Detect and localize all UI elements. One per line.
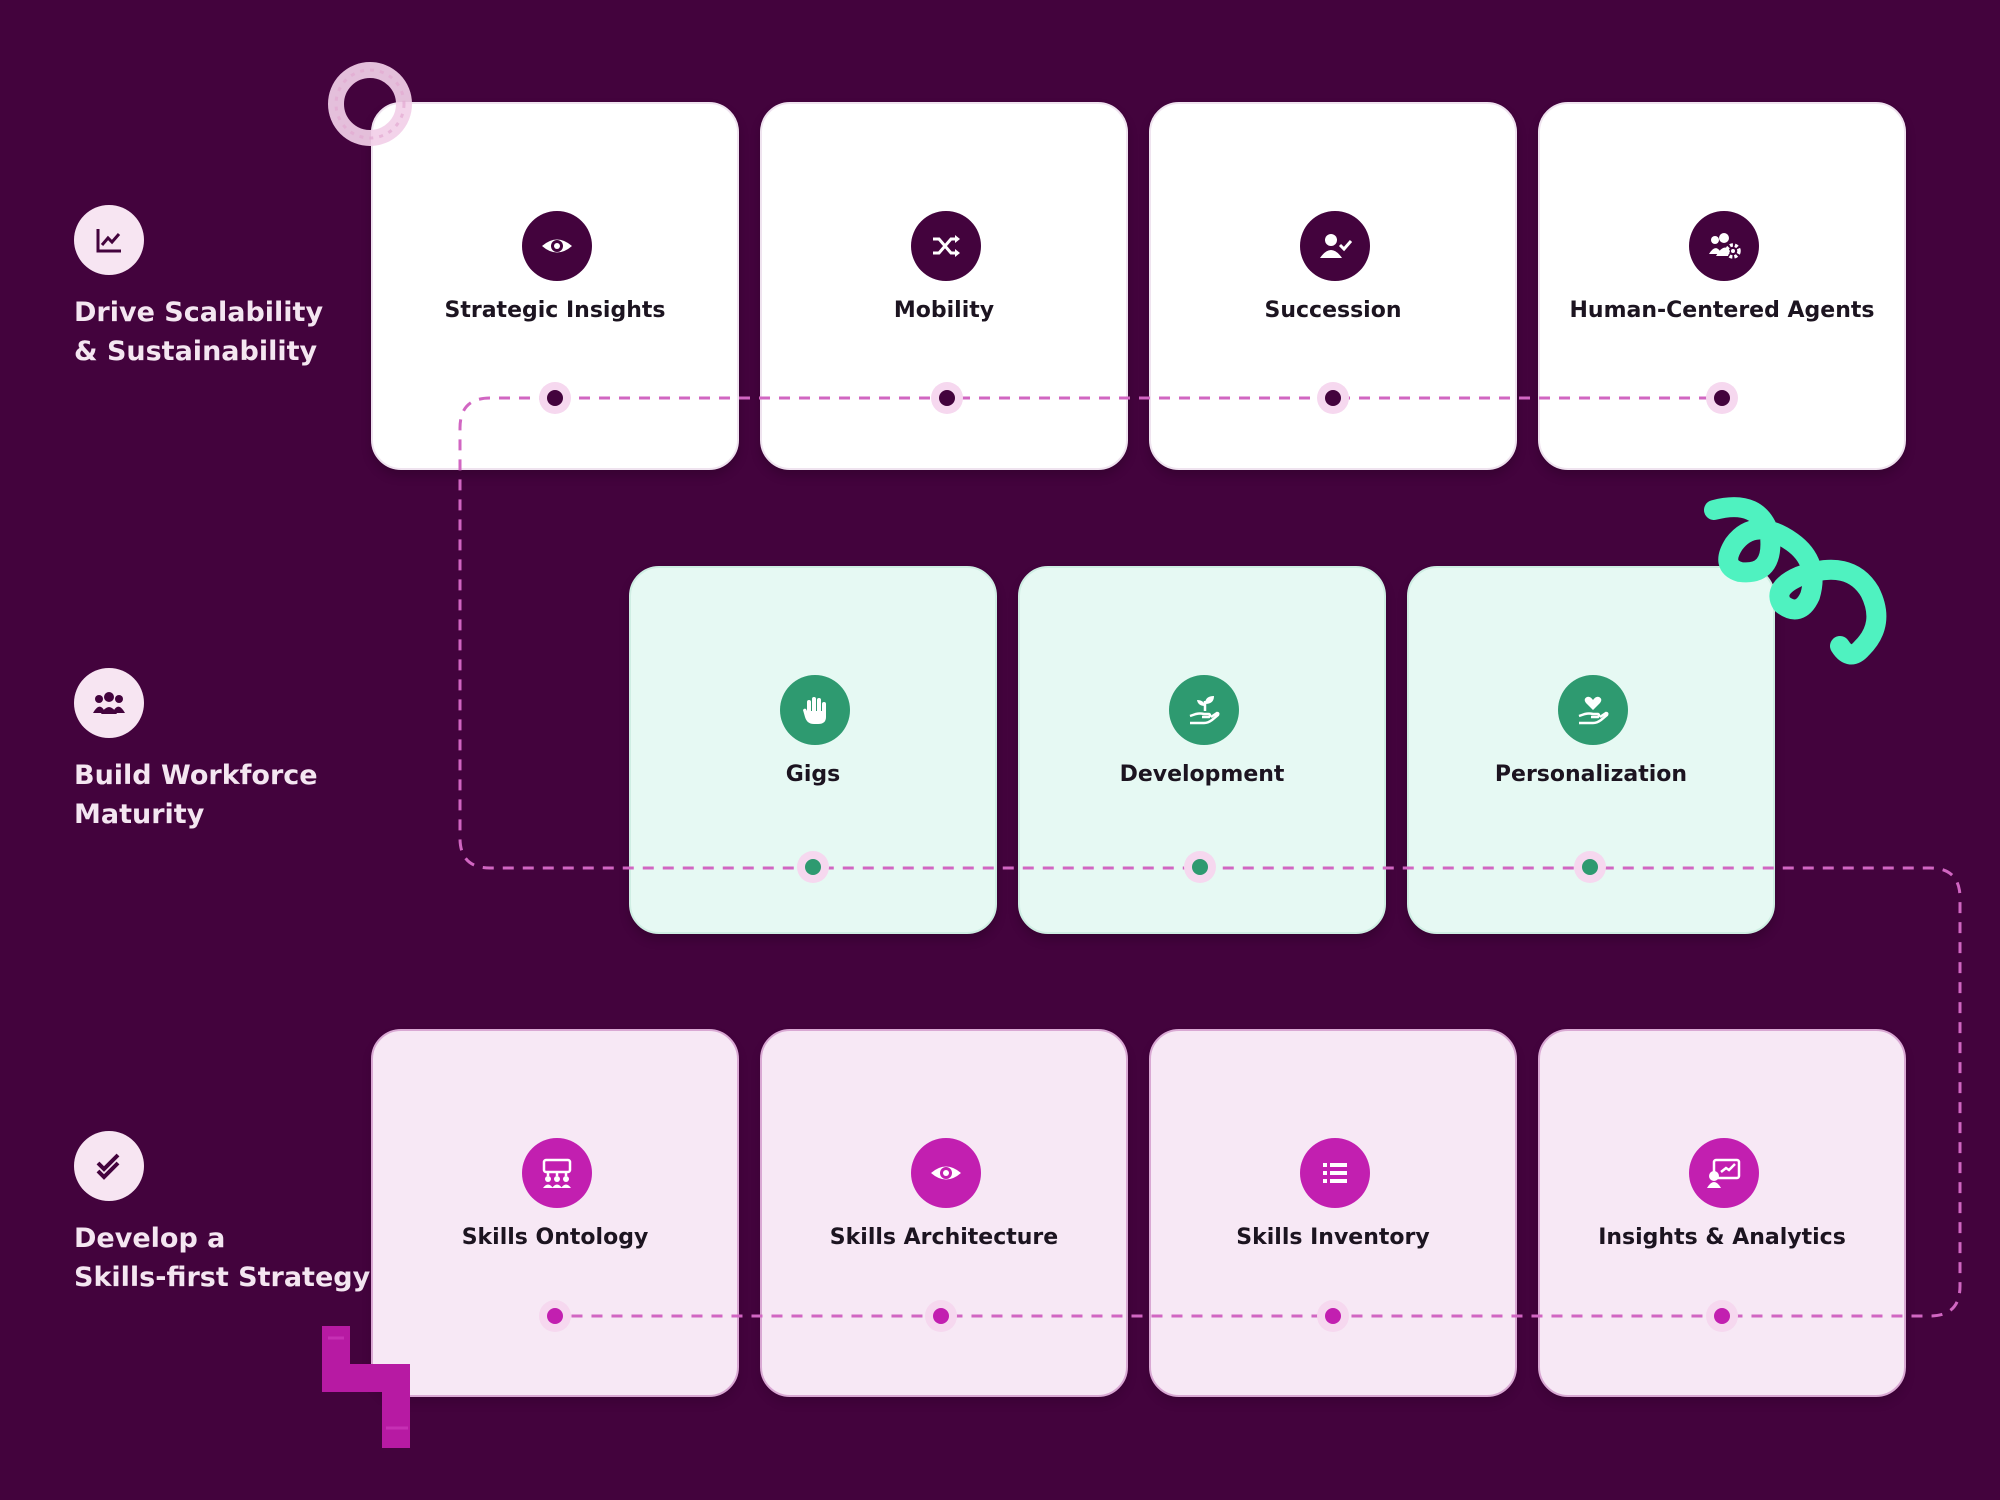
eye-icon [911, 1138, 981, 1208]
squiggle-decoration [1704, 497, 1887, 665]
card-title: Strategic Insights [444, 298, 666, 323]
card-skills-inventory[interactable]: Skills Inventory [1149, 1029, 1517, 1397]
hand-icon [780, 675, 850, 745]
connector-node [1706, 1300, 1738, 1332]
card-skills-architecture[interactable]: Skills Architecture [760, 1029, 1128, 1397]
row-label-line-1: Drive Scalability [74, 297, 324, 328]
trend-chart-icon [74, 205, 144, 275]
connector-node [1706, 382, 1738, 414]
card-insights-analytics[interactable]: Insights & Analytics [1538, 1029, 1906, 1397]
users-gear-icon [1689, 211, 1759, 281]
connector-node [1317, 1300, 1349, 1332]
list-icon [1300, 1138, 1370, 1208]
card-title: Skills Inventory [1236, 1225, 1430, 1250]
row-label-maturity: Build Workforce Maturity [74, 668, 318, 834]
team-icon [74, 668, 144, 738]
presentation-icon [1689, 1138, 1759, 1208]
connector-node [931, 382, 963, 414]
card-title: Development [1119, 762, 1285, 787]
connector-node [797, 851, 829, 883]
card-title: Mobility [893, 298, 995, 323]
card-title: Personalization [1494, 762, 1688, 787]
card-title: Insights & Analytics [1598, 1225, 1846, 1250]
row-label-line-1: Develop a [74, 1223, 226, 1254]
row-label-line-1: Build Workforce [74, 760, 318, 791]
card-strategic-insights[interactable]: Strategic Insights [371, 102, 739, 470]
eye-icon [522, 211, 592, 281]
row-label-skills-strategy: Develop a Skills-first Strategy [74, 1131, 370, 1297]
row-label-line-2: Maturity [74, 799, 205, 830]
connector-node [1184, 851, 1216, 883]
card-title: Gigs [785, 762, 841, 787]
card-succession[interactable]: Succession [1149, 102, 1517, 470]
card-mobility[interactable]: Mobility [760, 102, 1128, 470]
heart-hand-icon [1558, 675, 1628, 745]
connector-node [539, 1300, 571, 1332]
user-check-icon [1300, 211, 1370, 281]
connector-node [1317, 382, 1349, 414]
row-label-line-2: Skills-first Strategy [74, 1262, 371, 1293]
row-label-scalability: Drive Scalability & Sustainability [74, 205, 323, 371]
card-title: Skills Architecture [829, 1225, 1059, 1250]
card-title: Succession [1264, 298, 1402, 323]
ring-decoration [328, 62, 412, 146]
zigzag-decoration [322, 1326, 410, 1448]
shuffle-icon [911, 211, 981, 281]
sprout-icon [1169, 675, 1239, 745]
card-title: Skills Ontology [461, 1225, 649, 1250]
connector-node [925, 1300, 957, 1332]
card-title: Human-Centered Agents [1569, 298, 1875, 323]
connector-node [1574, 851, 1606, 883]
double-check-icon [74, 1131, 144, 1201]
sitemap-icon [522, 1138, 592, 1208]
card-human-centered-agents[interactable]: Human-Centered Agents [1538, 102, 1906, 470]
connector-node [539, 382, 571, 414]
row-label-line-2: & Sustainability [74, 336, 318, 367]
